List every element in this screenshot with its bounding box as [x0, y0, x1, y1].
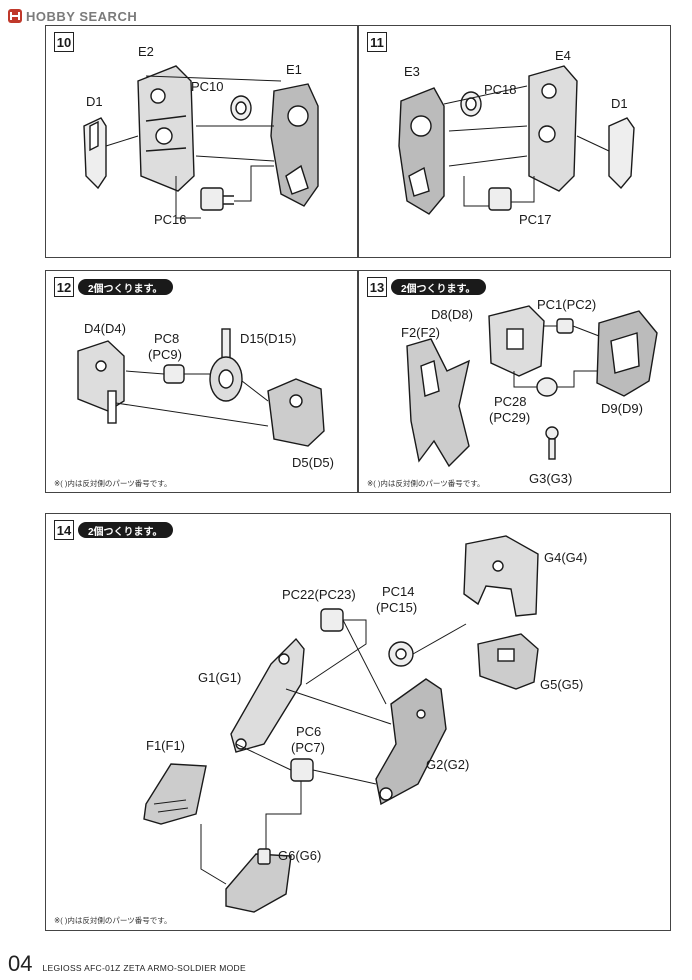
step-number: 13 [367, 277, 387, 297]
label-e1: E1 [286, 62, 302, 77]
label-g4: G4(G4) [544, 550, 587, 565]
label-f2: F2(F2) [401, 325, 440, 340]
label-pc10: PC10 [191, 79, 224, 94]
label-pc22: PC22(PC23) [282, 587, 356, 602]
label-pc29: (PC29) [489, 410, 530, 425]
part-pc22 [320, 608, 344, 632]
part-g6 [225, 853, 292, 913]
manual-title: LEGIOSS AFC-01Z ZETA ARMO-SOLDIER MODE [42, 963, 246, 973]
step-11-panel: 11 E4 E3 PC18 D1 [358, 25, 671, 258]
label-pc6: PC6 [296, 724, 321, 739]
part-pc1 [556, 318, 574, 334]
label-pc8: PC8 [154, 331, 179, 346]
label-d8: D8(D8) [431, 307, 473, 322]
step-12-diagram: D4(D4) PC8 (PC9) D15(D15) D5(D5) [77, 321, 334, 470]
label-pc7: (PC7) [291, 740, 325, 755]
label-pc28: PC28 [494, 394, 527, 409]
label-g3: G3(G3) [529, 471, 572, 486]
page-number: 04 [8, 951, 33, 976]
step-13-panel: 13 2個つくります。 D8(D8) PC1(PC2) [358, 270, 671, 493]
label-d15: D15(D15) [240, 331, 296, 346]
step-12-panel: 12 2個つくります。 D4(D4) PC8 (PC9) D15(D15) D [45, 270, 358, 493]
quantity-badge: 2個つくります。 [78, 522, 173, 538]
label-g5: G5(G5) [540, 677, 583, 692]
label-pc15: (PC15) [376, 600, 417, 615]
step-14-panel: 14 2個つくります。 [45, 513, 671, 931]
watermark-text: HOBBY SEARCH [26, 8, 138, 24]
label-d1: D1 [611, 96, 628, 111]
part-g1 [230, 637, 305, 753]
label-f1: F1(F1) [146, 738, 185, 753]
part-pc8 [163, 364, 185, 384]
step-number: 12 [54, 277, 74, 297]
part-pc16 [200, 187, 224, 211]
part-f1 [143, 763, 207, 825]
label-pc14: PC14 [382, 584, 415, 599]
opposite-side-note: ※( )内は反対側のパーツ番号です。 [367, 479, 485, 488]
opposite-side-note: ※( )内は反対側のパーツ番号です。 [54, 479, 172, 488]
step-number: 10 [54, 32, 74, 52]
step-13-diagram: D8(D8) PC1(PC2) F2(F2) PC28 (PC29) D9(D9… [401, 297, 658, 486]
quantity-badge: 2個つくります。 [78, 279, 173, 295]
step-11-diagram: E4 E3 PC18 D1 PC17 [398, 48, 635, 227]
part-d15 [221, 328, 231, 360]
label-e2: E2 [138, 44, 154, 59]
label-g6: G6(G6) [278, 848, 321, 863]
part-f2 [406, 338, 470, 468]
part-pc6 [290, 758, 314, 782]
part-pc17 [488, 187, 512, 211]
part-d4 [77, 340, 125, 412]
label-d4: D4(D4) [84, 321, 126, 336]
part-e3 [398, 87, 445, 215]
label-pc18: PC18 [484, 82, 517, 97]
part-g4 [463, 535, 539, 617]
opposite-side-note: ※( )内は反対側のパーツ番号です。 [54, 916, 172, 925]
part-g2 [375, 678, 447, 806]
quantity-badge: 2個つくります。 [391, 279, 486, 295]
part-d1-right [608, 117, 635, 190]
step-10-panel: 10 E2 [45, 25, 358, 258]
label-pc16: PC16 [154, 212, 187, 227]
step-number: 11 [367, 32, 387, 52]
label-e4: E4 [555, 48, 571, 63]
label-g2: G2(G2) [426, 757, 469, 772]
label-pc9: (PC9) [148, 347, 182, 362]
hobby-search-logo-icon [8, 9, 22, 23]
label-d9: D9(D9) [601, 401, 643, 416]
label-d1: D1 [86, 94, 103, 109]
part-d5 [267, 378, 325, 447]
part-g3 [545, 426, 559, 440]
part-pc28 [536, 377, 558, 397]
label-d5: D5(D5) [292, 455, 334, 470]
step-14-diagram: G4(G4) PC22(PC23) PC14 (PC15) G1(G1) G5(… [143, 535, 587, 913]
label-pc17: PC17 [519, 212, 552, 227]
label-pc1: PC1(PC2) [537, 297, 596, 312]
step-10-diagram: E2 PC10 E1 D1 PC16 [83, 44, 319, 227]
step-number: 14 [54, 520, 74, 540]
page-footer: 04 LEGIOSS AFC-01Z ZETA ARMO-SOLDIER MOD… [8, 951, 246, 977]
watermark: HOBBY SEARCH [8, 6, 137, 26]
label-g1: G1(G1) [198, 670, 241, 685]
label-e3: E3 [404, 64, 420, 79]
